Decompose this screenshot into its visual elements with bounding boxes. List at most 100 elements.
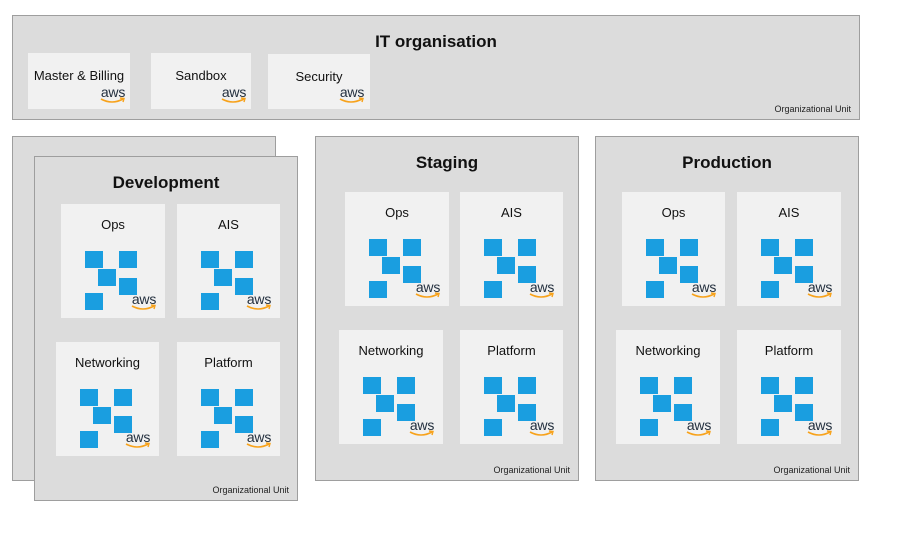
account-platform: Platform aws	[177, 342, 280, 456]
resource-square-icon	[646, 281, 664, 298]
account-ais: AIS aws	[737, 192, 841, 306]
account-networking: Networking aws	[339, 330, 443, 444]
resource-square-icon	[680, 266, 698, 283]
ou-title: IT organisation	[375, 32, 497, 51]
resource-square-icon	[98, 269, 116, 286]
resource-square-icon	[201, 431, 219, 448]
aws-logo-icon: aws	[807, 417, 833, 436]
aws-logo-icon: aws	[221, 84, 247, 103]
resource-square-icon	[484, 281, 502, 298]
resource-square-icon	[795, 266, 813, 283]
resource-square-icon	[774, 257, 792, 274]
resource-square-icon	[382, 257, 400, 274]
resource-square-icon	[85, 293, 103, 310]
resource-square-icon	[484, 377, 502, 394]
resource-square-icon	[795, 404, 813, 421]
resource-square-icon	[761, 281, 779, 298]
resource-square-icon	[680, 239, 698, 256]
resource-square-icon	[93, 407, 111, 424]
account-security: Security aws	[268, 54, 370, 109]
ou-production: Production Ops aws AIS aws Networking aw…	[595, 136, 859, 481]
account-label: Networking	[358, 343, 424, 358]
account-label: AIS	[778, 205, 800, 220]
account-label: Security	[295, 69, 343, 84]
resource-square-icon	[80, 431, 98, 448]
resource-square-icon	[397, 377, 415, 394]
ou-title: Development	[112, 173, 220, 192]
resource-square-icon	[795, 377, 813, 394]
resource-square-icon	[403, 239, 421, 256]
ou-caption: Organizational Unit	[212, 485, 289, 495]
ou-staging: Staging Ops aws AIS aws Networking aws P…	[315, 136, 579, 481]
resource-square-icon	[114, 389, 132, 406]
aws-logo-icon: aws	[339, 84, 365, 103]
account-platform: Platform aws	[460, 330, 563, 444]
resource-square-icon	[114, 416, 132, 433]
resource-square-icon	[235, 416, 253, 433]
aws-logo-icon: aws	[529, 417, 555, 436]
resource-square-icon	[369, 239, 387, 256]
aws-logo-icon: aws	[100, 84, 126, 103]
account-label: Networking	[74, 355, 141, 370]
aws-logo-icon: aws	[125, 429, 151, 448]
aws-logo-icon: aws	[409, 417, 435, 436]
resource-square-icon	[497, 257, 515, 274]
aws-logo-icon: aws	[246, 291, 272, 310]
resource-square-icon	[674, 404, 692, 421]
resource-square-icon	[674, 377, 692, 394]
ou-title: Production	[682, 153, 772, 172]
aws-logo-icon: aws	[807, 279, 833, 298]
account-label: Platform	[204, 355, 253, 370]
resource-square-icon	[214, 407, 232, 424]
account-ais: AIS aws	[177, 204, 280, 318]
ou-title: Staging	[415, 153, 479, 172]
account-ais: AIS aws	[460, 192, 563, 306]
account-ops: Ops aws	[622, 192, 725, 306]
resource-square-icon	[761, 377, 779, 394]
resource-square-icon	[518, 239, 536, 256]
resource-square-icon	[376, 395, 394, 412]
resource-square-icon	[201, 251, 219, 268]
resource-square-icon	[640, 377, 658, 394]
resource-square-icon	[484, 419, 502, 436]
account-label: Platform	[487, 343, 536, 358]
ou-caption: Organizational Unit	[773, 465, 850, 475]
resource-square-icon	[640, 419, 658, 436]
ou-caption: Organizational Unit	[774, 104, 851, 114]
account-label: Ops	[661, 205, 686, 220]
resource-square-icon	[85, 251, 103, 268]
resource-square-icon	[235, 278, 253, 295]
resource-square-icon	[119, 251, 137, 268]
resource-square-icon	[659, 257, 677, 274]
resource-square-icon	[653, 395, 671, 412]
account-networking: Networking aws	[56, 342, 159, 456]
resource-square-icon	[646, 239, 664, 256]
account-platform: Platform aws	[737, 330, 841, 444]
resource-square-icon	[119, 278, 137, 295]
resource-square-icon	[774, 395, 792, 412]
resource-square-icon	[201, 389, 219, 406]
account-label: AIS	[501, 205, 522, 220]
aws-logo-icon: aws	[415, 279, 441, 298]
account-label: Ops	[385, 205, 409, 220]
resource-square-icon	[403, 266, 421, 283]
resource-square-icon	[80, 389, 98, 406]
ou-development: Development Ops aws AIS aws Networking a…	[34, 156, 298, 501]
resource-square-icon	[518, 377, 536, 394]
resource-square-icon	[497, 395, 515, 412]
account-master-billing: Master & Billing aws	[28, 53, 130, 109]
resource-square-icon	[518, 266, 536, 283]
resource-square-icon	[235, 389, 253, 406]
account-ops: Ops aws	[345, 192, 449, 306]
resource-square-icon	[484, 239, 502, 256]
resource-square-icon	[363, 377, 381, 394]
ou-it-organisation: IT organisation Master & Billing aws San…	[12, 15, 860, 120]
resource-square-icon	[235, 251, 253, 268]
account-sandbox: Sandbox aws	[151, 53, 251, 109]
account-label: Networking	[635, 343, 701, 358]
resource-square-icon	[363, 419, 381, 436]
resource-square-icon	[761, 419, 779, 436]
resource-square-icon	[201, 293, 219, 310]
account-networking: Networking aws	[616, 330, 720, 444]
